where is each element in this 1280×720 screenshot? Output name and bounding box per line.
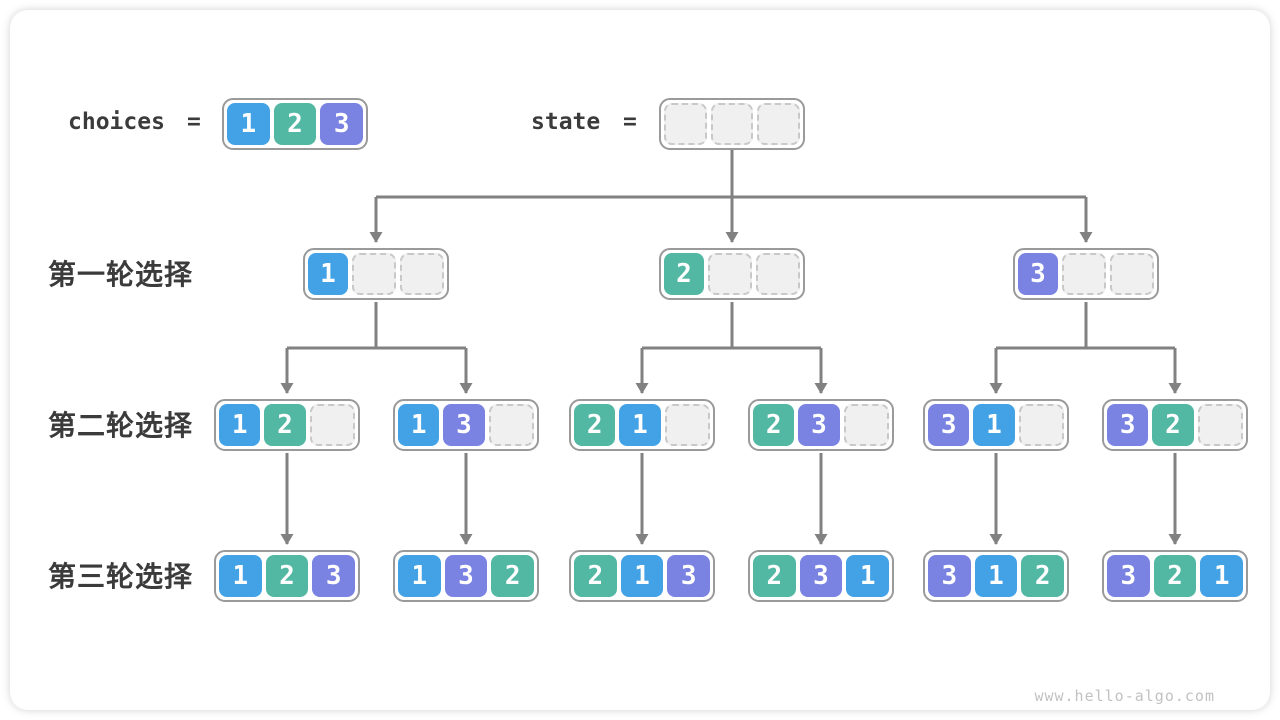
cell-value: 3 <box>667 555 711 597</box>
cell-value: 3 <box>1018 253 1058 295</box>
cell-empty <box>309 404 355 446</box>
cell-value: 2 <box>753 555 796 597</box>
cell-value: 1 <box>398 404 440 446</box>
cell-empty <box>708 253 752 295</box>
cell-value: 3 <box>798 404 840 446</box>
cell-value: 2 <box>265 555 309 597</box>
cell-value: 3 <box>1107 404 1149 446</box>
tree-node-23: 2 3 <box>748 399 894 451</box>
cell-value: 1 <box>620 555 664 597</box>
cell-value: 2 <box>273 103 317 145</box>
cell-value: 2 <box>1021 555 1065 597</box>
cell-empty <box>400 253 444 295</box>
row-label-round2: 第二轮选择 <box>48 410 194 441</box>
cell-empty <box>757 103 801 145</box>
tree-node-231: 2 3 1 <box>748 550 894 602</box>
cell-value: 1 <box>227 103 270 145</box>
cell-value: 2 <box>574 555 617 597</box>
cell-value: 3 <box>443 404 485 446</box>
cell-value: 3 <box>320 103 364 145</box>
cell-empty <box>664 404 710 446</box>
figure-card: choices = 1 2 3 state = 第一轮选择 第二轮选择 第三轮选… <box>10 10 1270 710</box>
equals-sign: = <box>187 109 201 135</box>
tree-node-31: 3 1 <box>923 399 1069 451</box>
cell-value: 3 <box>799 555 843 597</box>
watermark: www.hello-algo.com <box>1034 687 1215 705</box>
cell-empty <box>488 404 534 446</box>
tree-node-32: 3 2 <box>1102 399 1248 451</box>
cell-value: 2 <box>1152 404 1194 446</box>
cell-empty <box>1197 404 1243 446</box>
tree-node-12: 1 2 <box>214 399 360 451</box>
equals-sign: = <box>623 109 637 135</box>
cell-value: 1 <box>846 555 890 597</box>
cell-value: 2 <box>574 404 616 446</box>
tree-node-312: 3 1 2 <box>923 550 1069 602</box>
cell-value: 1 <box>1200 555 1244 597</box>
state-array <box>659 98 805 150</box>
cell-value: 1 <box>219 404 261 446</box>
tree-node-123: 1 2 3 <box>214 550 360 602</box>
cell-value: 1 <box>619 404 661 446</box>
cell-value: 1 <box>219 555 262 597</box>
tree-node-21: 2 1 <box>569 399 715 451</box>
cell-value: 2 <box>1153 555 1197 597</box>
tree-node-3: 3 <box>1013 248 1159 300</box>
tree-node-321: 3 2 1 <box>1102 550 1248 602</box>
cell-empty <box>710 103 754 145</box>
cell-value: 2 <box>664 253 704 295</box>
cell-value: 3 <box>928 555 971 597</box>
cell-value: 3 <box>444 555 488 597</box>
cell-value: 2 <box>264 404 306 446</box>
choices-array: 1 2 3 <box>222 98 368 150</box>
tree-node-1: 1 <box>303 248 449 300</box>
cell-value: 3 <box>1107 555 1150 597</box>
cell-empty <box>1018 404 1064 446</box>
cell-empty <box>843 404 889 446</box>
cell-value: 2 <box>753 404 795 446</box>
state-label: state <box>531 109 601 135</box>
choices-label: choices <box>68 109 165 135</box>
cell-value: 1 <box>973 404 1015 446</box>
cell-value: 1 <box>398 555 441 597</box>
tree-node-132: 1 3 2 <box>393 550 539 602</box>
row-label-round1: 第一轮选择 <box>48 259 194 290</box>
cell-value: 1 <box>308 253 348 295</box>
cell-empty <box>756 253 800 295</box>
cell-empty <box>664 103 707 145</box>
row-label-round3: 第三轮选择 <box>48 561 194 592</box>
cell-empty <box>1110 253 1154 295</box>
cell-empty <box>1062 253 1106 295</box>
cell-empty <box>352 253 396 295</box>
cell-value: 3 <box>312 555 356 597</box>
cell-value: 1 <box>974 555 1018 597</box>
tree-node-2: 2 <box>659 248 805 300</box>
cell-value: 2 <box>491 555 535 597</box>
tree-node-13: 1 3 <box>393 399 539 451</box>
tree-node-213: 2 1 3 <box>569 550 715 602</box>
cell-value: 3 <box>928 404 970 446</box>
